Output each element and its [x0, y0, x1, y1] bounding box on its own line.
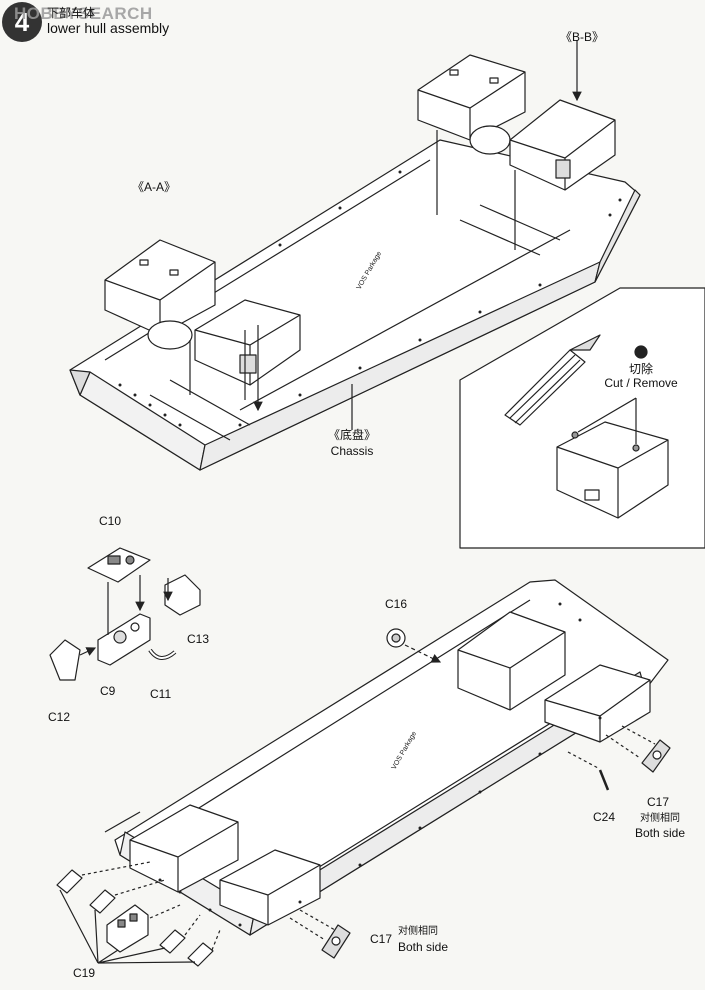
step-title-cn: 下部车体 [47, 6, 96, 20]
part-c17-bottom [289, 909, 351, 959]
part-label-c16: C16 [385, 597, 408, 611]
step-number-badge: 4 [2, 2, 42, 42]
part-label-c19: C19 [73, 966, 96, 980]
part-label-c12: C12 [48, 710, 71, 724]
cut-label-en: Cut / Remove [604, 376, 678, 390]
part-label-c17-right: C17 [646, 795, 670, 809]
watermark: HOBBYSEARCH [14, 4, 153, 23]
both-side-en-right: Both side [634, 826, 686, 840]
part-label-c24: C24 [593, 810, 616, 824]
upper-chassis [69, 139, 641, 471]
box-assembly-b [417, 40, 616, 250]
box-assembly-a [104, 239, 301, 410]
both-side-cn-right: 对侧相同 [640, 813, 680, 824]
part-c17-right [605, 725, 671, 773]
both-side-cn-bottom: 对侧相同 [398, 926, 438, 937]
cut-inset [459, 287, 705, 549]
part-c24 [567, 751, 610, 791]
part-label-c13: C13 [187, 632, 210, 646]
lower-chassis [104, 579, 669, 936]
parts-c19 [56, 861, 221, 967]
small-parts [49, 547, 201, 681]
step-title-en: lower hull assembly [47, 20, 170, 36]
part-c16 [386, 628, 442, 663]
cut-label-cn: 切除 [628, 362, 654, 376]
part-label-c11: C11 [150, 687, 172, 701]
part-label-c10: C10 [99, 514, 122, 528]
chassis-label-cn: 《底盘》 [327, 428, 377, 442]
view-b-label: 《B-B》 [560, 30, 605, 44]
chassis-label-en: Chassis [330, 444, 374, 458]
view-a-label: 《A-A》 [132, 180, 177, 194]
both-side-en-bottom: Both side [398, 940, 449, 954]
part-label-c17-bottom: C17 [370, 932, 393, 946]
part-label-c9: C9 [100, 684, 116, 698]
